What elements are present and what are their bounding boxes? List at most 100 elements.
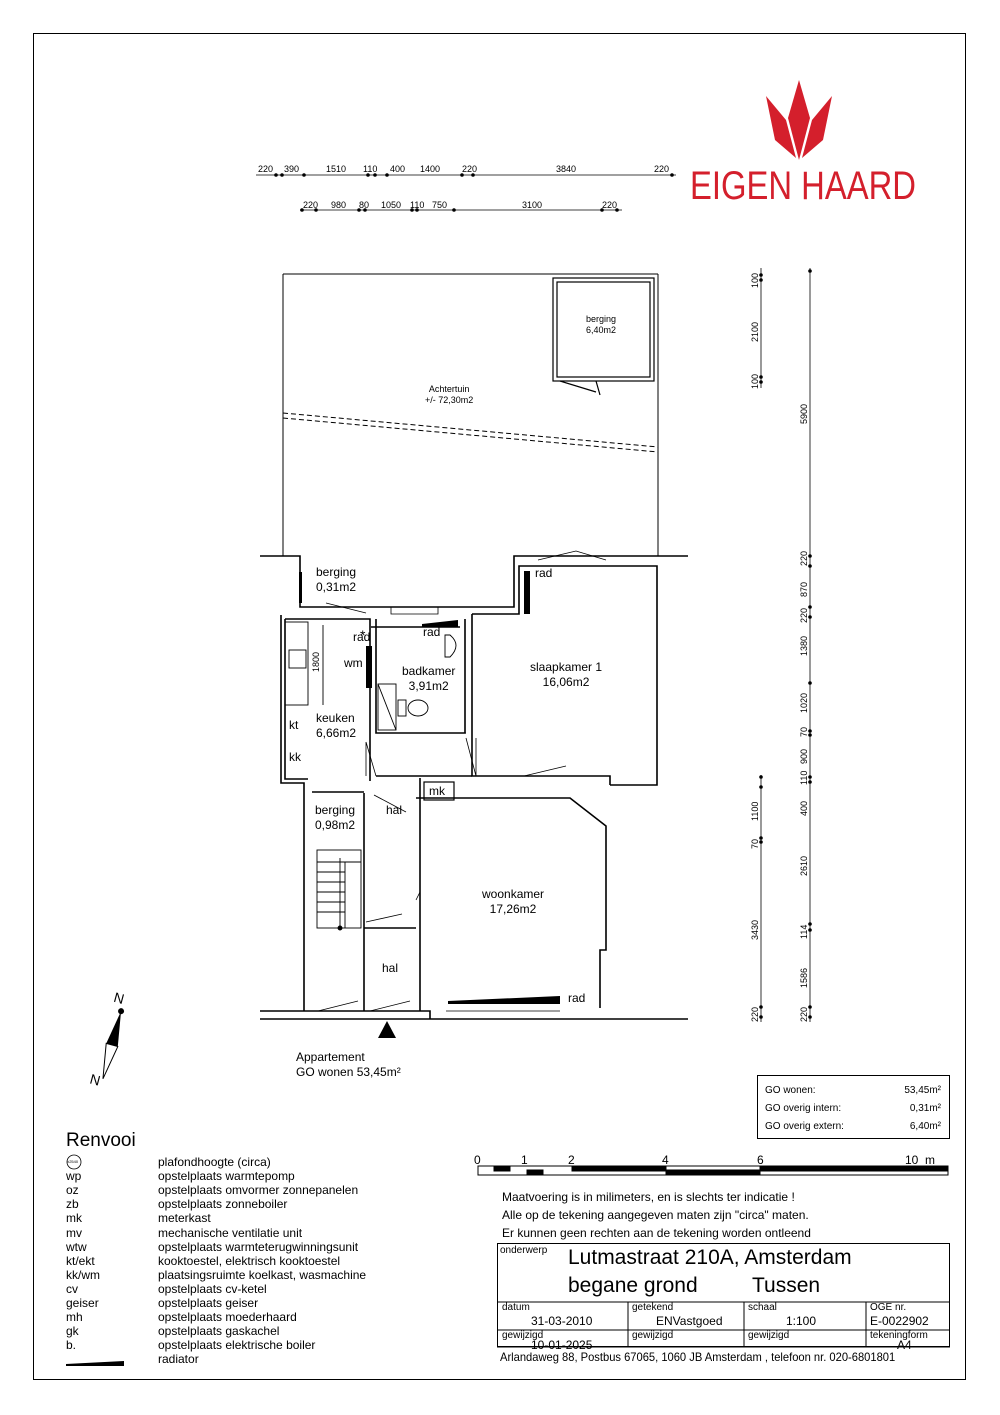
legend-description: plaatsingsruimte koelkast, wasmachine	[158, 1267, 367, 1282]
legend-item: kk/wm plaatsingsruimte koelkast, wasmachi…	[66, 1268, 446, 1282]
staircase	[316, 849, 362, 931]
dwelling-type: Tussen	[752, 1274, 821, 1297]
door-swings	[317, 550, 607, 1012]
legend-description: kooktoestel, elektrisch kooktoestel	[158, 1253, 341, 1268]
address-title: Lutmastraat 210A, Amsterdam	[568, 1246, 852, 1269]
dim-label: 980	[331, 200, 347, 210]
dim-label: 110	[410, 200, 425, 210]
title-block-grid	[497, 1301, 950, 1348]
room-shed: berging 6,40m2	[586, 314, 616, 336]
room-name: keuken	[316, 711, 355, 725]
room-name: slaapkamer 1	[530, 660, 603, 674]
drawing-frame	[33, 33, 966, 1380]
room-hall-2: hal	[382, 961, 398, 976]
meter-cabinet-label: mk	[429, 784, 445, 798]
room-area: +/- 72,30m2	[425, 395, 474, 405]
scale-value: 1:100	[786, 1314, 817, 1328]
disclaimer-note: Maatvoering is in milimeters, en is slec…	[502, 1190, 795, 1204]
radiator-label: rad	[423, 625, 441, 639]
legend-code: oz	[66, 1183, 79, 1198]
area-label: GO wonen:	[765, 1085, 816, 1096]
brand-logo-text: EIGEN HAARD	[690, 164, 916, 208]
modified-value: 10-01-2025	[531, 1338, 593, 1352]
room-name: badkamer	[402, 664, 456, 678]
company-address-footer: Arlandaweg 88, Postbus 67065, 1060 JB Am…	[500, 1350, 896, 1364]
legend-description: opstelplaats zonneboiler	[158, 1197, 288, 1212]
oge-label: OGE nr.	[870, 1302, 907, 1313]
area-label: GO overig extern:	[765, 1121, 844, 1132]
ceiling-symbol-text: ±2540	[67, 1159, 79, 1164]
legend-description: meterkast	[158, 1211, 211, 1226]
area-value: 0,31m²	[909, 1103, 941, 1114]
radiator-label: rad	[353, 630, 371, 644]
legend-code: zb	[66, 1197, 79, 1212]
room-garden: Achtertuin +/- 72,30m2	[425, 384, 473, 406]
legend-code: mh	[66, 1310, 83, 1325]
room-name: Achtertuin	[428, 384, 470, 394]
disclaimer-note: Alle op de tekening aangegeven maten zij…	[502, 1208, 809, 1222]
washing-machine-label: wm	[344, 656, 363, 670]
disclaimer-note: Er kunnen geen rechten aan de tekening w…	[502, 1226, 811, 1240]
radiator-marks	[299, 571, 560, 1004]
right-dimension-ticks	[759, 269, 812, 1019]
room-area: 6,40m2	[586, 325, 617, 335]
legend-code: kk/wm	[66, 1267, 100, 1282]
format-value: A4	[897, 1338, 912, 1352]
scale-label: 1	[521, 1153, 528, 1167]
dim-label: 220	[799, 1006, 809, 1022]
legend-item: b.opstelplaats elektrische boiler	[66, 1338, 446, 1352]
dim-label: 400	[390, 164, 406, 174]
legend-code: b.	[66, 1338, 77, 1353]
scale-label: 4	[662, 1153, 669, 1167]
dim-label: 220	[303, 200, 319, 210]
dim-label: 390	[284, 164, 300, 174]
bathroom-fixtures	[377, 634, 457, 731]
dim-label: 1380	[799, 635, 809, 656]
room-area: 16,06m2	[542, 675, 590, 689]
dim-label: 100	[750, 272, 760, 288]
legend-item: kt/ekt kooktoestel, elektrisch kooktoeste…	[66, 1254, 446, 1268]
room-area: 6,66m2	[316, 726, 357, 740]
meter-box	[423, 781, 455, 801]
floor-title: begane grond	[568, 1274, 698, 1297]
dim-label: 220	[799, 550, 809, 566]
room-name: berging	[316, 565, 357, 579]
legend-code: cv	[66, 1281, 78, 1296]
dim-label: 3840	[556, 164, 577, 174]
apartment-title: Appartement	[296, 1050, 365, 1064]
legend-item: oz opstelplaats omvormer zonnepanelen	[66, 1183, 446, 1197]
dim-label: 3430	[750, 919, 760, 940]
modified-label: gewijzigd	[632, 1330, 674, 1341]
dim-label: 220	[799, 607, 809, 623]
dim-label: 750	[432, 200, 448, 210]
dim-label: 1510	[326, 164, 347, 174]
dim-label: 900	[799, 748, 809, 764]
drawn-by-label: getekend	[632, 1302, 674, 1313]
dim-label: 220	[258, 164, 274, 174]
top-dimension-ticks	[274, 173, 674, 212]
dim-label: 220	[654, 164, 670, 174]
dim-label: 80	[359, 200, 370, 210]
legend-code: kt/ekt	[66, 1253, 95, 1268]
legend-description: opstelplaats gaskachel	[158, 1324, 280, 1339]
apartment-area: GO wonen 53,45m²	[296, 1065, 401, 1079]
room-name: woonkamer	[482, 887, 545, 901]
radiator-label: rad	[535, 566, 553, 580]
cooker-label: kt	[289, 718, 299, 732]
legend-description: opstelplaats omvormer zonnepanelen	[158, 1183, 359, 1198]
room-name: hal	[382, 961, 399, 975]
dim-label: 110	[799, 770, 809, 785]
room-storage-2: berging 0,98m2	[315, 803, 355, 833]
radiator-legend-icon	[66, 1361, 124, 1366]
legend-code: gk	[66, 1324, 79, 1339]
entrance-arrow-icon	[378, 1021, 396, 1038]
dim-label: 110	[363, 164, 378, 174]
area-row: GO overig intern:0,31m²	[765, 1103, 941, 1117]
dim-label: 400	[799, 800, 809, 816]
legend-code: wtw	[66, 1239, 87, 1254]
legend-item: radiator	[66, 1352, 446, 1366]
